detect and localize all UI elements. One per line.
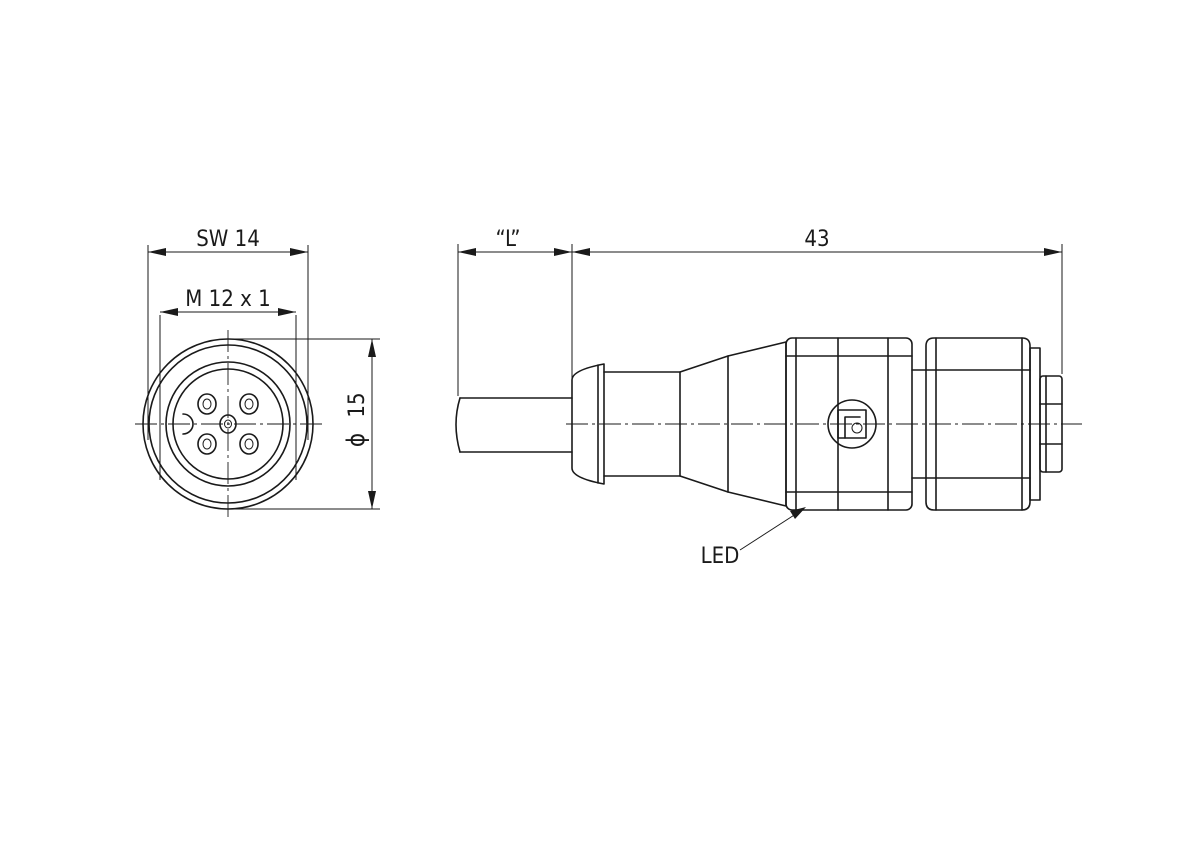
diameter-symbol: ϕ bbox=[342, 433, 370, 447]
dimension-thread: M 12 x 1 bbox=[160, 287, 296, 316]
strain-relief-flare bbox=[571, 363, 605, 485]
side-view: “L” 43 LED bbox=[455, 227, 1082, 569]
dimension-connector-length: 43 bbox=[572, 227, 1062, 256]
diameter-label: 15 bbox=[345, 392, 370, 417]
connector-length-label: 43 bbox=[804, 227, 829, 252]
dimension-sw14: SW 14 bbox=[148, 227, 308, 256]
front-view: SW 14 M 12 x 1 ϕ 15 bbox=[135, 227, 380, 518]
dimension-diameter: ϕ 15 bbox=[342, 339, 376, 509]
tapered-body bbox=[679, 355, 729, 493]
cable-length-label: “L” bbox=[495, 227, 520, 252]
wrench-size-label: SW 14 bbox=[196, 227, 260, 252]
dimension-cable-length: “L” bbox=[458, 227, 572, 256]
coding-key bbox=[182, 413, 194, 435]
thread-ring bbox=[165, 361, 291, 487]
led-label: LED bbox=[701, 544, 740, 569]
thread-label: M 12 x 1 bbox=[185, 287, 270, 312]
cable bbox=[455, 397, 573, 453]
led-callout: LED bbox=[701, 507, 806, 569]
